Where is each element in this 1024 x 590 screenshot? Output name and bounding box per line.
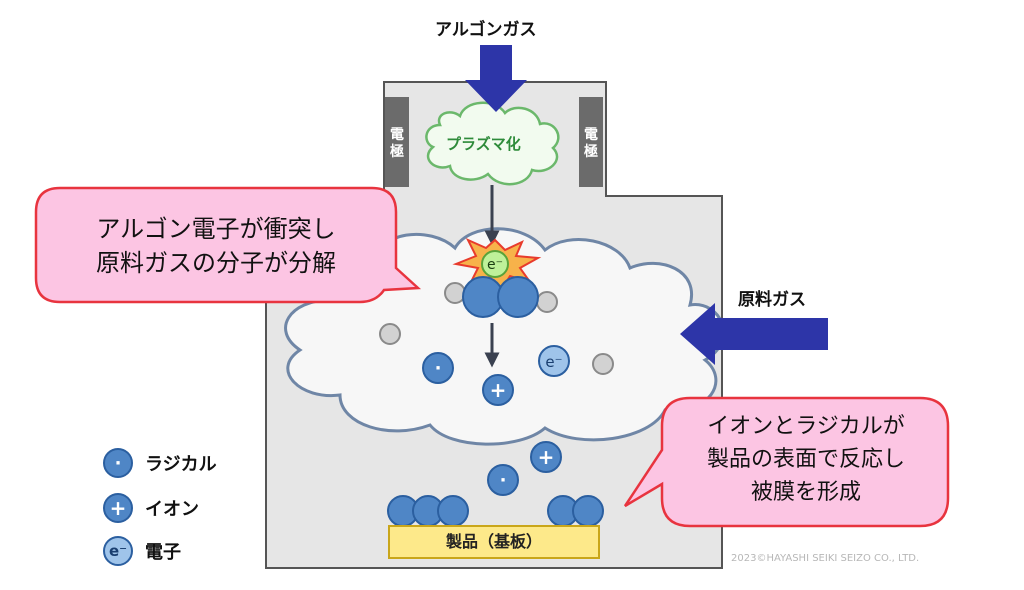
raw-gas-label: 原料ガス	[738, 290, 806, 310]
ion-icon: +	[103, 493, 133, 523]
legend-electron-label: 電子	[145, 542, 181, 563]
legend-ion: + イオン	[103, 491, 199, 525]
electron-particle	[538, 345, 570, 377]
bubble-right-text: イオンとラジカルが 製品の表面で反応し 被膜を形成	[706, 414, 905, 505]
ion-particle-label: +	[490, 378, 507, 402]
electron-particle-label: e⁻	[487, 257, 503, 273]
argon-gas-label: アルゴンガス	[435, 20, 537, 40]
plasma-label: プラズマ化	[446, 135, 521, 153]
product-substrate: 製品（基板）	[388, 525, 600, 559]
gray-molecule	[379, 323, 401, 345]
radical-particle-label: ·	[500, 470, 507, 491]
legend-ion-label: イオン	[145, 499, 199, 520]
plasma-cloud-small	[425, 101, 560, 186]
gray-molecule	[536, 291, 558, 313]
ion-particle	[530, 441, 562, 473]
gray-molecule	[592, 353, 614, 375]
speech-bubble-right	[623, 396, 950, 528]
ion-particle-label: +	[538, 445, 555, 469]
radical-icon: ·	[103, 448, 133, 478]
radical-particle	[487, 464, 519, 496]
argon-gas-arrow	[465, 45, 527, 112]
electron-particle	[481, 250, 509, 278]
legend-electron: e⁻ 電子	[103, 534, 181, 568]
electron-icon: e⁻	[103, 536, 133, 566]
copyright-notice: 2023©HAYASHI SEIKI SEIZO CO., LTD.	[731, 553, 920, 564]
radical-particle	[422, 352, 454, 384]
deposited-film-right	[547, 495, 604, 527]
bubble-left-text: アルゴン電子が衝突し 原料ガスの分子が分解	[96, 215, 336, 277]
ion-particle	[482, 374, 514, 406]
legend-radical-label: ラジカル	[145, 454, 217, 475]
electrode-left: 電 極	[385, 97, 409, 187]
raw-gas-arrow	[680, 303, 828, 365]
speech-bubble-left	[34, 186, 422, 304]
legend-radical: · ラジカル	[103, 446, 217, 480]
gray-molecule	[444, 282, 466, 304]
electron-particle-label: e⁻	[545, 353, 562, 371]
radical-particle-label: ·	[435, 358, 442, 379]
raw-molecule-atom	[497, 276, 539, 318]
electrode-right: 電 極	[579, 97, 603, 187]
deposited-film-left	[387, 495, 469, 527]
